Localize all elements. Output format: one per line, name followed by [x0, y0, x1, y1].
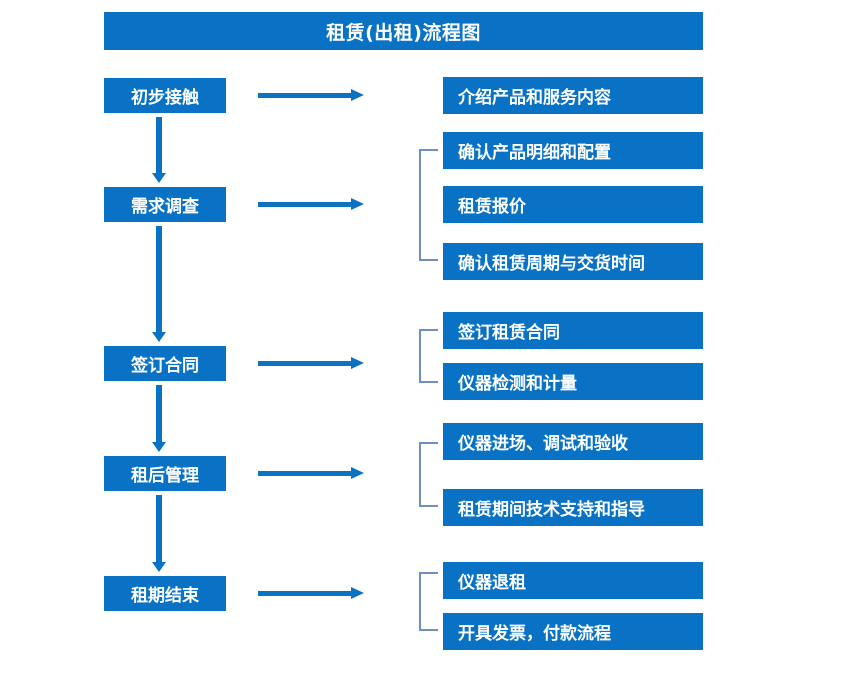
detail-arrow-stage4: [258, 467, 364, 479]
detail-node-sign-lease-agreement[interactable]: 签订租赁合同: [443, 312, 703, 349]
detail-node-confirm-lease-period[interactable]: 确认租赁周期与交货时间: [443, 243, 703, 280]
detail-arrow-stage5: [258, 587, 364, 599]
stage-node-post-rental-management[interactable]: 租后管理: [104, 456, 226, 491]
stage-node-demand-survey[interactable]: 需求调查: [104, 187, 226, 222]
connector-arrow-stage1-to-stage2: [152, 117, 166, 183]
detail-node-instrument-inspection[interactable]: 仪器检测和计量: [443, 363, 703, 400]
group-bracket-lease-end: [419, 572, 438, 631]
detail-node-invoice-payment[interactable]: 开具发票，付款流程: [443, 613, 703, 650]
detail-arrow-stage1: [258, 89, 364, 101]
detail-node-confirm-product-specs[interactable]: 确认产品明细和配置: [443, 132, 703, 169]
detail-node-instrument-return[interactable]: 仪器退租: [443, 562, 703, 599]
detail-node-rental-quote[interactable]: 租赁报价: [443, 186, 703, 223]
detail-node-technical-support[interactable]: 租赁期间技术支持和指导: [443, 489, 703, 526]
connector-arrow-stage3-to-stage4: [152, 385, 166, 452]
detail-arrow-stage3: [258, 357, 364, 369]
detail-node-introduce-products[interactable]: 介绍产品和服务内容: [443, 77, 703, 114]
connector-arrow-stage4-to-stage5: [152, 495, 166, 572]
detail-arrow-stage2: [258, 198, 364, 210]
connector-arrow-stage2-to-stage3: [152, 226, 166, 342]
group-bracket-post-rental-management: [419, 442, 438, 507]
group-bracket-sign-contract: [419, 329, 438, 383]
page-title: 租赁(出租)流程图: [104, 12, 703, 50]
stage-node-initial-contact[interactable]: 初步接触: [104, 78, 226, 113]
stage-node-lease-end[interactable]: 租期结束: [104, 576, 226, 611]
stage-node-sign-contract[interactable]: 签订合同: [104, 346, 226, 381]
group-bracket-demand-survey: [419, 149, 438, 261]
detail-node-instrument-entry-commissioning[interactable]: 仪器进场、调试和验收: [443, 423, 703, 460]
